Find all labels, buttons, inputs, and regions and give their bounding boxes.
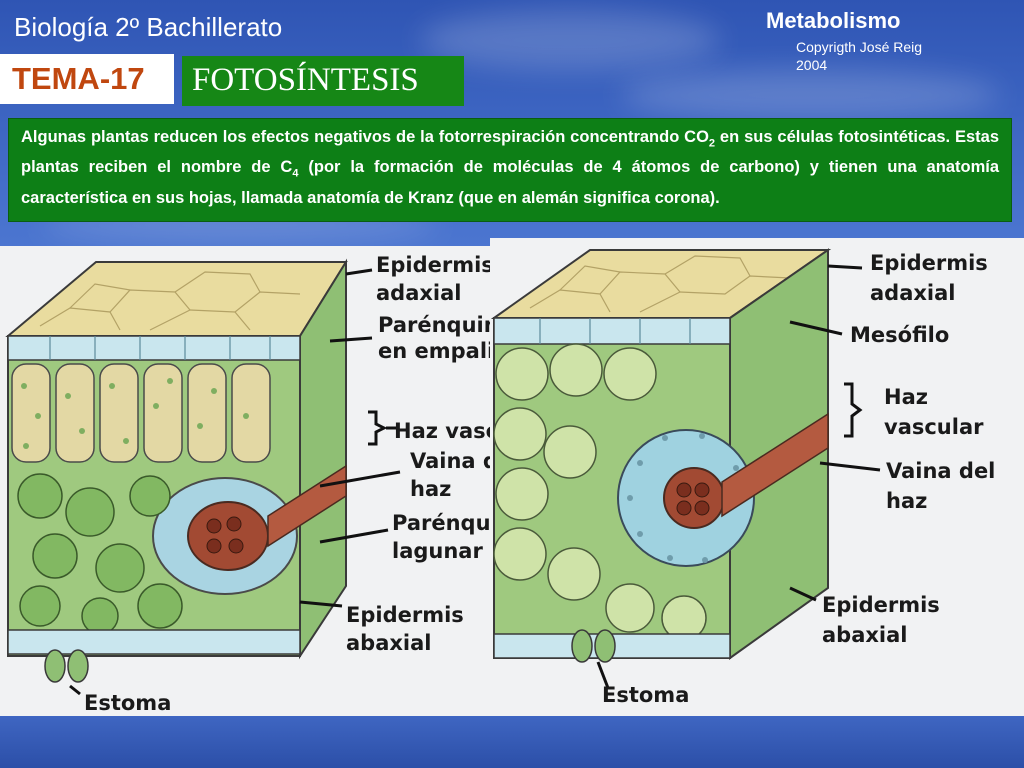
tema-label: TEMA-17 [12, 61, 145, 96]
c3-label-spongy-2: lagunar [392, 539, 483, 563]
c3-label-epidermis-abaxial-2: abaxial [346, 631, 432, 655]
tema-badge: TEMA-17 [0, 54, 174, 104]
intro-sub-1: 2 [708, 137, 716, 150]
c4-mesophyll-cells [493, 343, 707, 641]
c4-label-epidermis-adaxial-2: adaxial [870, 281, 956, 305]
c3-xylem [187, 501, 269, 571]
c3-label-spongy: Parénquima [392, 511, 490, 535]
c3-leaf-svg: Epidermis adaxial Parénquima en empaliza… [5, 253, 490, 715]
intro-part-1: Algunas plantas reducen los efectos nega… [21, 128, 709, 146]
c4-label-bundle-sheath: Vaina del [886, 459, 995, 483]
sky-cloud [620, 70, 1000, 120]
c4-label-stoma: Estoma [602, 683, 689, 707]
c3-leader-lines [69, 268, 401, 696]
c4-label-mesophyll: Mesófilo [850, 323, 949, 347]
c4-bracket [844, 382, 863, 438]
intro-sub-2: 4 [292, 167, 299, 180]
c4-leader-lines [596, 264, 881, 689]
topic-title: Metabolismo [766, 8, 901, 33]
c4-epidermis-lines [539, 318, 691, 344]
c3-side-face [299, 258, 347, 660]
intro-text-box: Algunas plantas reducen los efectos nega… [8, 118, 1012, 222]
copyright-line-2: 2004 [796, 57, 828, 73]
c3-label-epidermis-adaxial-2: adaxial [376, 281, 462, 305]
c4-label-vascular-bundle: Haz [884, 385, 928, 409]
c3-label-palisade-2: en empalizada [378, 339, 490, 363]
c4-vein-extension [721, 412, 829, 518]
intro-part-2: en sus células fotosintéticas. Estas pla… [21, 128, 999, 177]
c3-stoma [44, 649, 89, 683]
slide-title: FOTOSÍNTESIS [192, 62, 419, 98]
c4-sheath-chloroplasts [627, 433, 739, 563]
c4-label-vascular-bundle-2: vascular [884, 415, 984, 439]
c3-label-palisade: Parénquima [378, 313, 490, 337]
intro-paragraph: Algunas plantas reducen los efectos nega… [21, 125, 999, 210]
course-title: Biología 2º Bachillerato [14, 12, 283, 42]
c3-xylem-vessels [206, 516, 244, 554]
c3-epidermis-lines [49, 336, 271, 360]
slide-title-box: FOTOSÍNTESIS [182, 56, 464, 106]
c4-leaf-diagram: Epidermis adaxial Mesófilo Haz vascular … [490, 238, 1024, 716]
c3-label-stoma: Estoma [84, 691, 171, 715]
copyright-line-1: Copyrigth José Reig [796, 39, 923, 55]
copyright: Copyrigth José Reig 2004 [796, 38, 966, 74]
intro-part-3: (por la formación de moléculas de 4 átom… [21, 158, 999, 207]
c4-xylem-vessels [676, 482, 710, 516]
c4-upper-epidermis [493, 317, 731, 345]
c4-leaf-svg: Epidermis adaxial Mesófilo Haz vascular … [490, 248, 995, 707]
c4-top-cells [529, 255, 791, 313]
c3-spongy-cells [17, 473, 183, 635]
c3-label-epidermis-adaxial: Epidermis [376, 253, 490, 277]
c3-upper-epidermis [7, 335, 301, 361]
c3-label-bundle-sheath: Vaina del [410, 449, 490, 473]
c3-label-vascular-bundle: Haz vascular [394, 419, 490, 443]
c4-label-epidermis-abaxial-2: abaxial [822, 623, 908, 647]
c3-bracket [368, 410, 388, 446]
c3-label-bundle-sheath-2: haz [410, 477, 451, 501]
c3-chloroplasts [21, 378, 249, 449]
c3-palisade-cells [11, 363, 271, 463]
c3-top-cells [39, 271, 301, 331]
c4-xylem [663, 467, 725, 529]
c4-stoma [571, 629, 616, 663]
c3-top-face [5, 261, 348, 337]
footer-band [0, 716, 1024, 768]
c4-label-epidermis-adaxial: Epidermis [870, 251, 988, 275]
c4-label-epidermis-abaxial: Epidermis [822, 593, 940, 617]
sky-cloud [420, 10, 720, 70]
c3-leaf-diagram: Epidermis adaxial Parénquima en empaliza… [0, 246, 490, 716]
c4-label-bundle-sheath-2: haz [886, 489, 927, 513]
c3-label-epidermis-abaxial: Epidermis [346, 603, 464, 627]
